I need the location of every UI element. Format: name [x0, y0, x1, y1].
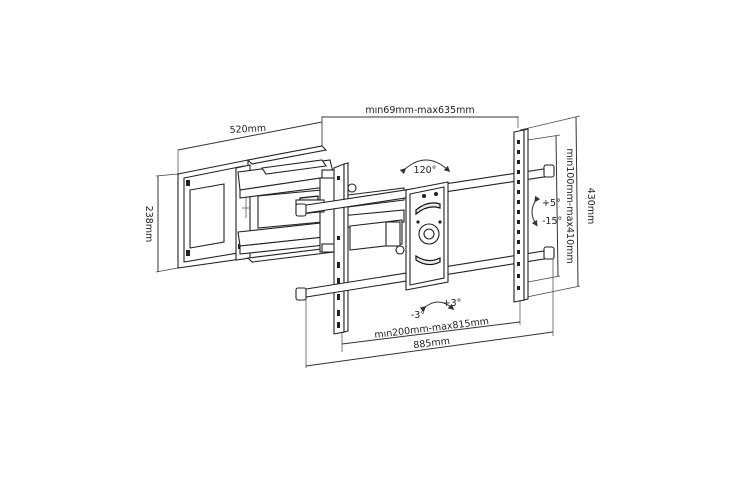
depth-dimension: mın69mm-max635mm	[321, 105, 519, 150]
rotate-right-label: +3°	[443, 298, 462, 309]
rails-height-dimension: 430mm	[519, 115, 596, 299]
wall-plate	[177, 159, 251, 269]
rotation-indicator: -3° +3°	[411, 298, 462, 321]
total-width-dimension: 885mm	[305, 254, 554, 368]
depth-label: mın69mm-max635mm	[365, 105, 474, 116]
vesa-vertical-dimension: mın100mm-max410mm	[527, 134, 575, 283]
wall-plate-width-label: 520mm	[229, 123, 266, 136]
rails-height-label: 430mm	[585, 188, 596, 225]
vesa-vertical-label: mın100mm-max410mm	[564, 148, 575, 263]
rotate-left-label: -3°	[411, 310, 425, 321]
wall-plate-width-dimension: 520mm	[177, 118, 323, 176]
center-tilt-plate	[405, 181, 449, 291]
right-vertical-rail	[513, 128, 529, 303]
tilt-up-label: +5°	[542, 198, 561, 209]
swivel-indicator: 120°	[399, 159, 451, 176]
left-vertical-rail	[333, 162, 349, 335]
wall-plate-height-label: 238mm	[143, 206, 154, 243]
total-width-label: 885mm	[413, 336, 451, 351]
tilt-down-label: -15°	[542, 216, 562, 227]
swivel-label: 120°	[414, 165, 437, 176]
wall-plate-height-dimension: 238mm	[143, 173, 179, 273]
tilt-indicator: +5° -15°	[531, 195, 562, 227]
